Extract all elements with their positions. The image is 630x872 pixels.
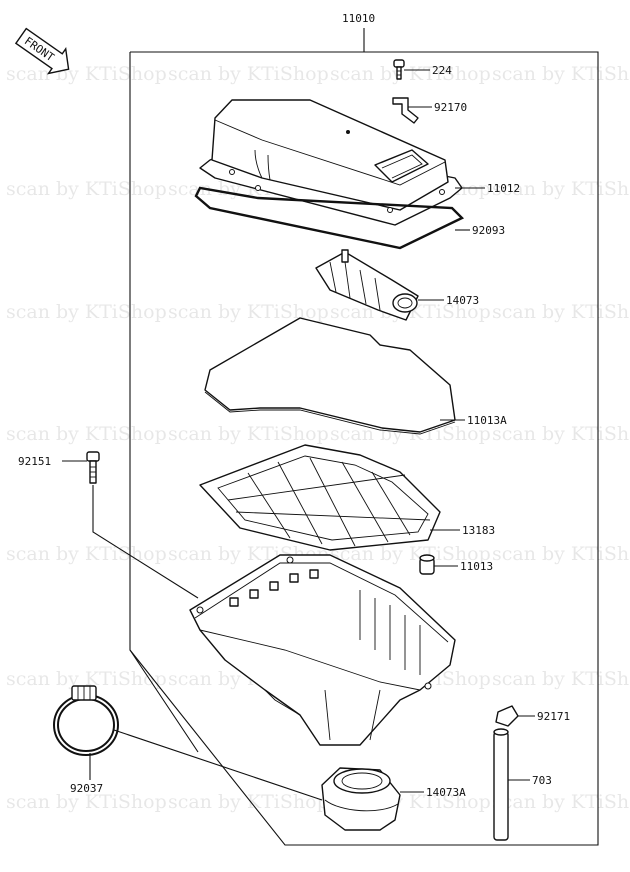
watermark-text: scan by KTiShop (330, 63, 491, 85)
bracket-92170-icon (392, 97, 419, 124)
intake-duct-14073 (315, 249, 419, 321)
watermark-text: scan by KTiShop (168, 423, 329, 445)
callout-11013a: 11013A (467, 414, 507, 427)
callout-92151: 92151 (18, 455, 51, 468)
callout-13183: 13183 (462, 524, 495, 537)
drain-hose-703 (493, 728, 509, 841)
watermark-text: scan by KTiShop (6, 301, 167, 323)
intake-boot-14073a (321, 767, 401, 831)
watermark-text: scan by KTiShop (492, 668, 630, 690)
watermark-text: scan by KTiShop (492, 178, 630, 200)
callout-14073: 14073 (446, 294, 479, 307)
watermark-text: scan by KTiShop (168, 301, 329, 323)
callout-92170: 92170 (434, 101, 467, 114)
assembly-frame (129, 28, 599, 846)
watermark-text: scan by KTiShop (6, 423, 167, 445)
watermark-text: scan by KTiShop (492, 423, 630, 445)
filter-holder-13183 (199, 444, 441, 551)
callout-11013: 11013 (460, 560, 493, 573)
callout-703: 703 (532, 774, 552, 787)
callout-11012: 11012 (487, 182, 520, 195)
watermark-text: scan by KTiShop (492, 63, 630, 85)
air-filter-element (204, 317, 456, 435)
watermark-text: scan by KTiShop (6, 63, 167, 85)
callout-92037: 92037 (70, 782, 103, 795)
watermark-text: scan by KTiShop (492, 791, 630, 813)
callout-224: 224 (432, 64, 452, 77)
air-cleaner-housing (189, 554, 456, 746)
watermark-text: scan by KTiShop (6, 791, 167, 813)
watermark-text: scan by KTiShop (330, 543, 491, 565)
watermark-text: scan by KTiShop (492, 543, 630, 565)
bolt-92151-icon (86, 451, 100, 484)
watermark-text: scan by KTiShop (168, 63, 329, 85)
watermark-text: scan by KTiShop (330, 423, 491, 445)
air-cleaner-cover (199, 99, 463, 226)
hose-clamp-92037 (53, 685, 119, 756)
clip-92171-icon (495, 705, 519, 727)
gasket-92093 (194, 186, 465, 250)
assembly-number: 11010 (342, 12, 375, 25)
watermark-text: scan by KTiShop (492, 301, 630, 323)
callout-92171: 92171 (537, 710, 570, 723)
callout-92093: 92093 (472, 224, 505, 237)
watermark-text: scan by KTiShop (6, 178, 167, 200)
cap-11013-icon (419, 554, 435, 575)
watermark-text: scan by KTiShop (168, 791, 329, 813)
front-arrow-icon: FRONT (14, 27, 70, 75)
watermark-text: scan by KTiShop (6, 543, 167, 565)
bolt-224-icon (393, 59, 405, 80)
watermark-text: scan by KTiShop (6, 668, 167, 690)
callout-14073a: 14073A (426, 786, 466, 799)
